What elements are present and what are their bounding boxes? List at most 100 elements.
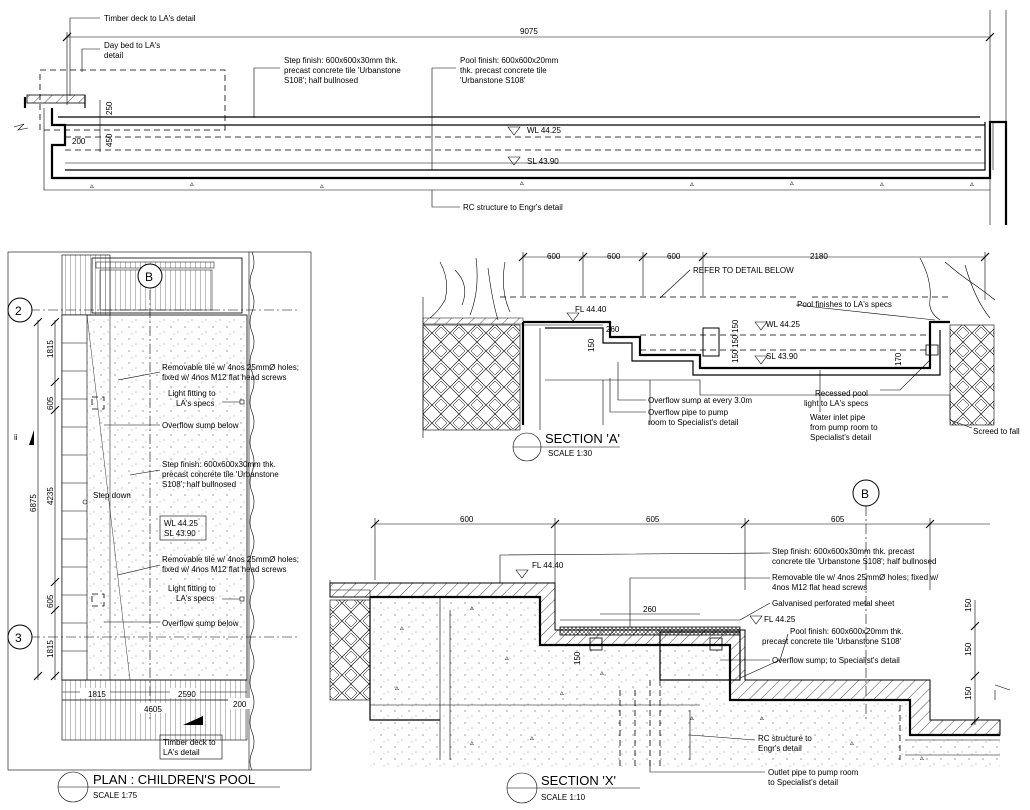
sl-level: SL 43.90 — [527, 157, 559, 166]
dim-plan-1815b: 1815 — [46, 640, 55, 658]
sx-grid-b: B — [861, 487, 869, 501]
label-step-finish-1: Step finish: 600x600x30mm thk. — [284, 56, 398, 65]
label-day-bed-2: detail — [104, 51, 123, 60]
plan-label-removable-b2: fixed w/ 4nos M12 flat head screws — [162, 565, 287, 574]
svg-text:▵: ▵ — [600, 668, 604, 677]
svg-text:▵: ▵ — [395, 683, 399, 692]
sx-scale: SCALE 1:10 — [541, 793, 586, 802]
sa-label-water-1: Water inlet pipe — [810, 413, 866, 422]
sa-label-sl: SL 43.90 — [766, 352, 798, 361]
sx-label-fl: FL 44.40 — [532, 561, 564, 570]
plan-label-timber-2: LA's detail — [163, 748, 200, 757]
sx-dim-150a: 150 — [964, 598, 973, 612]
sa-dim-150d: 150 — [731, 349, 740, 363]
plan-label-step-finish-1: Step finish: 600x600x30mm thk. — [162, 460, 276, 469]
sx-label-outlet-2: to Specialist's detail — [768, 778, 838, 787]
plan-label-removable-1: Removable tile w/ 4nos 25mmØ holes; — [162, 363, 299, 372]
sx-label-overflow: Overflow sump; to Specialist's detail — [772, 656, 900, 665]
plan-scale: SCALE 1:75 — [93, 791, 138, 800]
dim-plan-6875: 6875 — [29, 494, 38, 512]
sx-concrete-marks: ▵▵▵ ▵▵▵ ▵▵▵ ▵▵▵ — [395, 603, 924, 762]
concrete-triangles: ▵▵▵ ▵▵▵ ▵▵ — [90, 178, 974, 190]
sa-label-overflow-every: Overflow sump at every 3.0m — [648, 396, 752, 405]
grid-label-b: B — [145, 270, 153, 284]
sx-label-fl2: FL 44.25 — [764, 615, 796, 624]
sa-dim-2180: 2180 — [810, 252, 828, 261]
sx-label-rc-2: Engr's detail — [758, 744, 802, 753]
sa-label-fl: FL 44.40 — [575, 305, 607, 314]
dim-plan-605a: 605 — [46, 396, 55, 410]
label-day-bed-1: Day bed to LA's — [104, 41, 160, 50]
plan-label-timber-1: Timber deck to — [163, 738, 216, 747]
grid-bubble-2 — [7, 297, 33, 323]
sx-dim-150d: 150 — [573, 651, 582, 665]
grid-bubble-3 — [7, 624, 33, 650]
dim-plan-h200: 200 — [233, 700, 247, 709]
dim-plan-605b: 605 — [46, 594, 55, 608]
plan-label-step-finish-3: S108'; half bullnosed — [162, 480, 236, 489]
plan-label-sl: SL 43.90 — [164, 529, 196, 538]
dim-plan-4235: 4235 — [46, 487, 55, 505]
plan-childrens-pool: 2 3 B 1815 605 4235 605 1815 6875 ii — [7, 251, 312, 803]
sx-label-removable-2: 4nos M12 flat head screws — [772, 583, 867, 592]
dim-plan-h4605: 4605 — [144, 705, 162, 714]
plan-label-light-b2: LA's specs — [176, 594, 214, 603]
sx-dim-150b: 150 — [964, 642, 973, 656]
sa-dim-600a: 600 — [547, 252, 561, 261]
wl-level: WL 44.25 — [527, 126, 561, 135]
label-rc-structure: RC structure to Engr's detail — [463, 203, 563, 212]
grid-label-2: 2 — [15, 304, 22, 318]
sx-dim-150c: 150 — [964, 686, 973, 700]
sa-label-water-3: Specialist's detail — [810, 433, 871, 442]
sa-label-water-2: from pump room to — [810, 423, 878, 432]
sa-dim-150b: 150 — [731, 319, 740, 333]
svg-text:▵: ▵ — [790, 178, 794, 187]
sa-label-recessed-1: Recessed pool — [815, 389, 868, 398]
plan-label-removable-2: fixed w/ 4nos M12 flat head screws — [162, 373, 287, 382]
svg-text:▵: ▵ — [400, 623, 404, 632]
grid-bubble-b — [137, 263, 163, 289]
svg-text:▵: ▵ — [970, 179, 974, 188]
sa-label-overflow-pipe-2: room to Specialist's detail — [648, 418, 739, 427]
sx-dim-605b: 605 — [831, 515, 845, 524]
plan-label-overflow-sump: Overflow sump below — [162, 421, 239, 430]
sa-title: SECTION 'A' — [545, 431, 620, 446]
sa-label-overflow-pipe-1: Overflow pipe to pump — [648, 408, 729, 417]
sa-label-recessed-2: light to LA's specs — [804, 399, 868, 408]
label-step-finish-2: precast concrete tile 'Urbanstone — [284, 66, 401, 75]
plan-label-wl: WL 44.25 — [164, 519, 198, 528]
svg-text:▵: ▵ — [560, 688, 564, 697]
plan-label-light-b1: Light fitting to — [168, 584, 216, 593]
dim-plan-h2590: 2590 — [178, 690, 196, 699]
svg-text:▵: ▵ — [470, 603, 474, 612]
sx-label-galv: Galvanised perforated metal sheet — [772, 599, 895, 608]
svg-text:▵: ▵ — [880, 179, 884, 188]
svg-text:▵: ▵ — [850, 738, 854, 747]
sx-dim-260: 260 — [643, 605, 657, 614]
top-section: 9075 ▵▵▵ ▵▵▵ ▵▵ 250 450 200 WL 44.25 SL … — [13, 10, 1008, 225]
sa-label-wl: WL 44.25 — [766, 320, 800, 329]
plan-label-light-2: LA's specs — [176, 399, 214, 408]
svg-text:▵: ▵ — [760, 713, 764, 722]
sa-scale: SCALE 1:30 — [548, 449, 593, 458]
sx-label-rc-1: RC structure to — [758, 734, 812, 743]
sa-dim-600c: 600 — [667, 252, 681, 261]
dim-200: 200 — [72, 137, 86, 146]
sx-label-outlet-1: Outlet pipe to pump room — [768, 768, 859, 777]
plan-label-removable-b1: Removable tile w/ 4nos 25mmØ holes; — [162, 555, 299, 564]
plan-dim-ticks — [33, 317, 60, 681]
plan-label-step-finish-2: precast concrete tile 'Urbanstone — [162, 470, 279, 479]
svg-text:▵: ▵ — [690, 713, 694, 722]
plan-tile-lines — [62, 314, 131, 681]
dim-plan-h1815: 1815 — [88, 690, 106, 699]
plan-label-step-down: Step down — [93, 491, 131, 500]
sx-dim-605a: 605 — [646, 515, 660, 524]
dim-450: 450 — [105, 133, 114, 147]
svg-text:▵: ▵ — [920, 753, 924, 762]
plan-labels: Removable tile w/ 4nos 25mmØ holes; fixe… — [93, 363, 299, 760]
dim-250: 250 — [105, 101, 114, 115]
section-a: 600 600 600 2180 FL 44.40 WL 44.25 SL 43… — [422, 252, 1020, 462]
svg-text:▵: ▵ — [530, 733, 534, 742]
label-pool-finish-3: 'Urbanstone S108' — [460, 76, 526, 85]
